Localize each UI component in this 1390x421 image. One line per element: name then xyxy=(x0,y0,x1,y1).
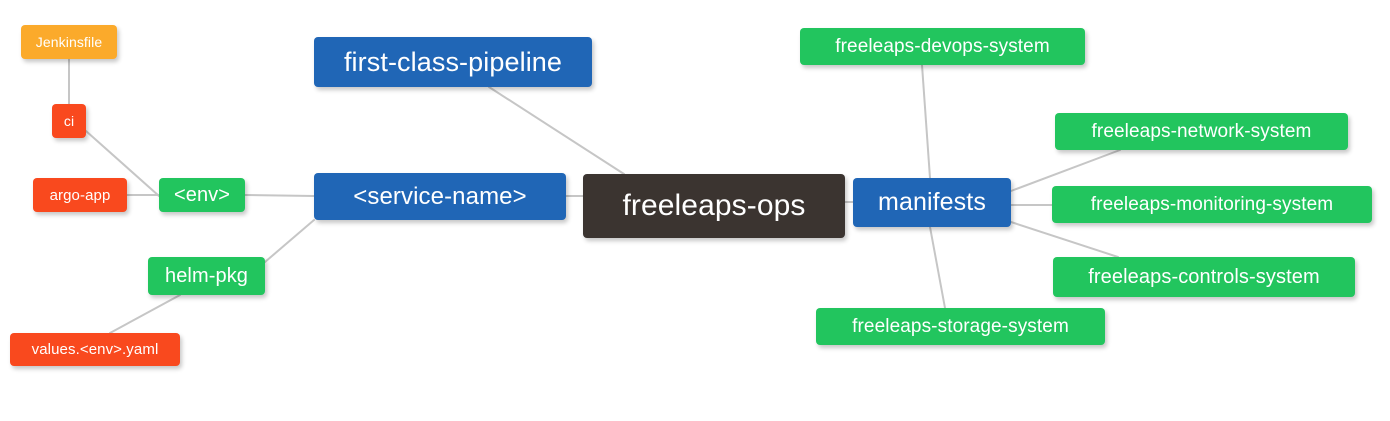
node-freeleaps-monitoring-system[interactable]: freeleaps-monitoring-system xyxy=(1052,186,1372,223)
edge-env-to-service-name xyxy=(244,194,315,197)
node-label-freeleaps-storage-system: freeleaps-storage-system xyxy=(852,316,1069,337)
node-freeleaps-network-system[interactable]: freeleaps-network-system xyxy=(1055,113,1348,150)
node-label-helm-pkg: helm-pkg xyxy=(164,265,249,287)
edge-manifests-to-freeleaps-devops-system xyxy=(921,64,931,179)
node-label-freeleaps-devops-system: freeleaps-devops-system xyxy=(835,36,1050,57)
node-first-class-pipeline[interactable]: first-class-pipeline xyxy=(314,37,592,87)
node-service-name[interactable]: <service-name> xyxy=(314,173,566,220)
node-values-yaml[interactable]: values.<env>.yaml xyxy=(10,333,180,366)
node-label-argo-app: argo-app xyxy=(49,186,111,204)
node-label-env: <env> xyxy=(173,184,231,206)
node-env[interactable]: <env> xyxy=(159,178,245,212)
node-label-freeleaps-ops: freeleaps-ops xyxy=(622,189,806,222)
edge-first-class-pipeline-to-freeleaps-ops xyxy=(488,86,625,175)
node-label-freeleaps-controls-system: freeleaps-controls-system xyxy=(1088,266,1320,288)
edge-helm-pkg-to-values-yaml xyxy=(109,294,181,334)
node-label-freeleaps-network-system: freeleaps-network-system xyxy=(1091,121,1312,142)
node-argo-app[interactable]: argo-app xyxy=(33,178,127,212)
node-manifests[interactable]: manifests xyxy=(853,178,1011,227)
node-jenkinsfile[interactable]: Jenkinsfile xyxy=(21,25,117,59)
edge-manifests-to-freeleaps-storage-system xyxy=(929,226,946,309)
node-label-service-name: <service-name> xyxy=(353,182,527,210)
node-freeleaps-storage-system[interactable]: freeleaps-storage-system xyxy=(816,308,1105,345)
node-freeleaps-controls-system[interactable]: freeleaps-controls-system xyxy=(1053,257,1355,297)
node-label-manifests: manifests xyxy=(878,188,986,216)
edge-service-name-to-helm-pkg xyxy=(264,219,315,263)
node-label-values-yaml: values.<env>.yaml xyxy=(31,341,159,358)
node-label-jenkinsfile: Jenkinsfile xyxy=(35,34,103,50)
edge-manifests-to-freeleaps-network-system xyxy=(1010,149,1121,192)
node-helm-pkg[interactable]: helm-pkg xyxy=(148,257,265,295)
node-freeleaps-ops[interactable]: freeleaps-ops xyxy=(583,174,845,238)
node-label-ci: ci xyxy=(63,113,75,129)
node-label-freeleaps-monitoring-system: freeleaps-monitoring-system xyxy=(1090,194,1334,215)
node-ci[interactable]: ci xyxy=(52,104,86,138)
node-freeleaps-devops-system[interactable]: freeleaps-devops-system xyxy=(800,28,1085,65)
edge-manifests-to-freeleaps-controls-system xyxy=(1010,221,1119,258)
node-label-first-class-pipeline: first-class-pipeline xyxy=(343,46,563,77)
